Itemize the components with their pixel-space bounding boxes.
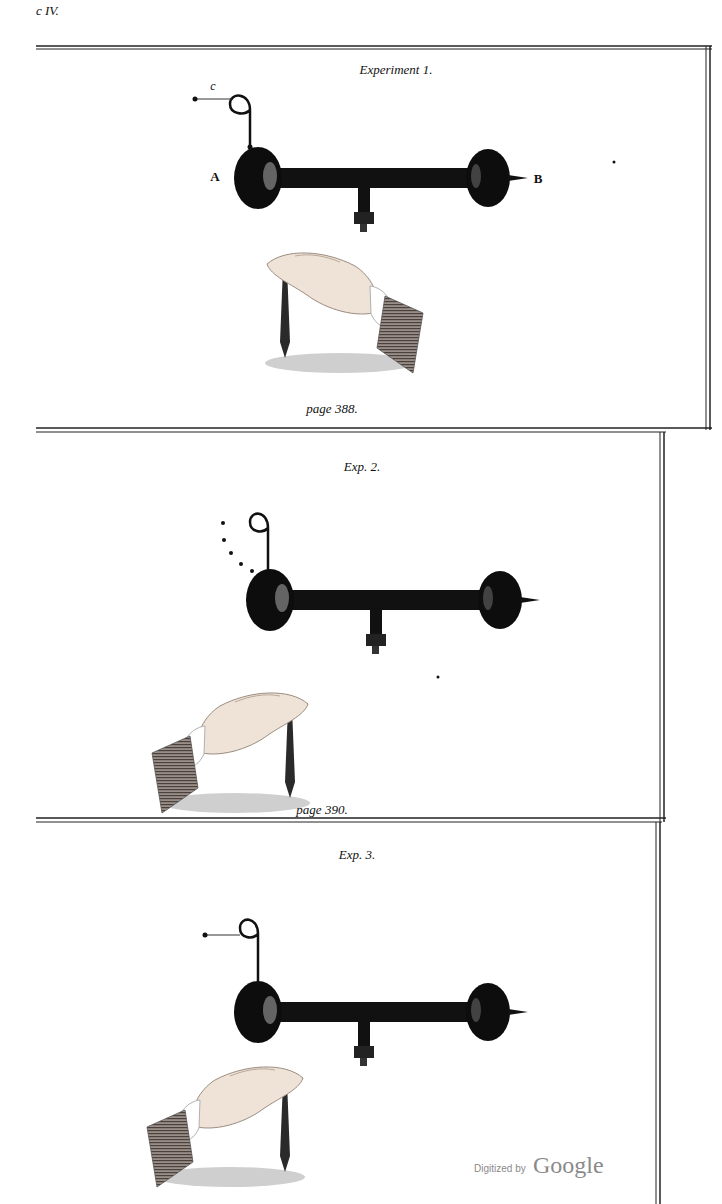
experiment-two-figure-part (152, 693, 310, 813)
part-letter: B (534, 172, 543, 186)
page-reference: page 390. (296, 803, 347, 817)
experiment-two-figure-part (221, 521, 225, 525)
experiment-two-figure-part (437, 676, 440, 679)
plate-border-part (36, 45, 712, 47)
part-letter: A (210, 170, 219, 184)
plate-border-part (656, 822, 657, 1204)
watermark: Google (533, 1152, 604, 1178)
plate-border-part (709, 46, 711, 430)
experiment-two-figure-part (250, 569, 254, 573)
experiment-two-figure-part (246, 569, 540, 654)
experiment-one-figure-part (613, 161, 616, 164)
experiment-three-figure-part (234, 981, 528, 1066)
experiment-one-figure-part (234, 147, 528, 232)
plate-border-part (36, 432, 666, 433)
experiment-two-figure-part (239, 562, 243, 566)
experiment-title: Exp. 2. (344, 460, 380, 474)
plate-border (36, 46, 712, 1204)
experiment-two-figure-part (222, 538, 226, 542)
experiment-two-figure (152, 514, 540, 813)
page-reference: page 388. (306, 402, 357, 416)
plate-border-part (659, 822, 661, 1204)
experiment-one-figure (193, 96, 616, 373)
plate-number: c IV. (36, 4, 59, 18)
plate-border-part (660, 432, 661, 822)
experiment-one-figure-part (230, 96, 250, 148)
watermark: Digitized by (474, 1163, 526, 1174)
experiment-one-figure-part (248, 145, 253, 150)
plate-border-part (36, 49, 712, 50)
experiment-three-figure-part (205, 935, 240, 936)
plate-border-part (663, 432, 665, 822)
experiment-two-figure-part (229, 551, 233, 555)
experiment-three-figure-part (240, 920, 258, 984)
experiment-one-figure-part (265, 253, 423, 373)
experiment-three-figure-part (203, 933, 208, 938)
plate-border-part (36, 822, 662, 823)
plate-border-part (36, 817, 666, 819)
plate-border-part (36, 427, 712, 429)
plate-border-part (706, 46, 707, 430)
part-letter: c (210, 80, 215, 93)
experiment-three-figure-part (147, 1067, 305, 1187)
experiment-one-figure-part (193, 97, 198, 102)
experiment-one-figure-part (195, 99, 232, 100)
experiment-three-figure (147, 920, 528, 1187)
experiment-title: Experiment 1. (360, 63, 433, 77)
experiment-two-figure-part (250, 514, 268, 570)
experiment-title: Exp. 3. (339, 848, 375, 862)
